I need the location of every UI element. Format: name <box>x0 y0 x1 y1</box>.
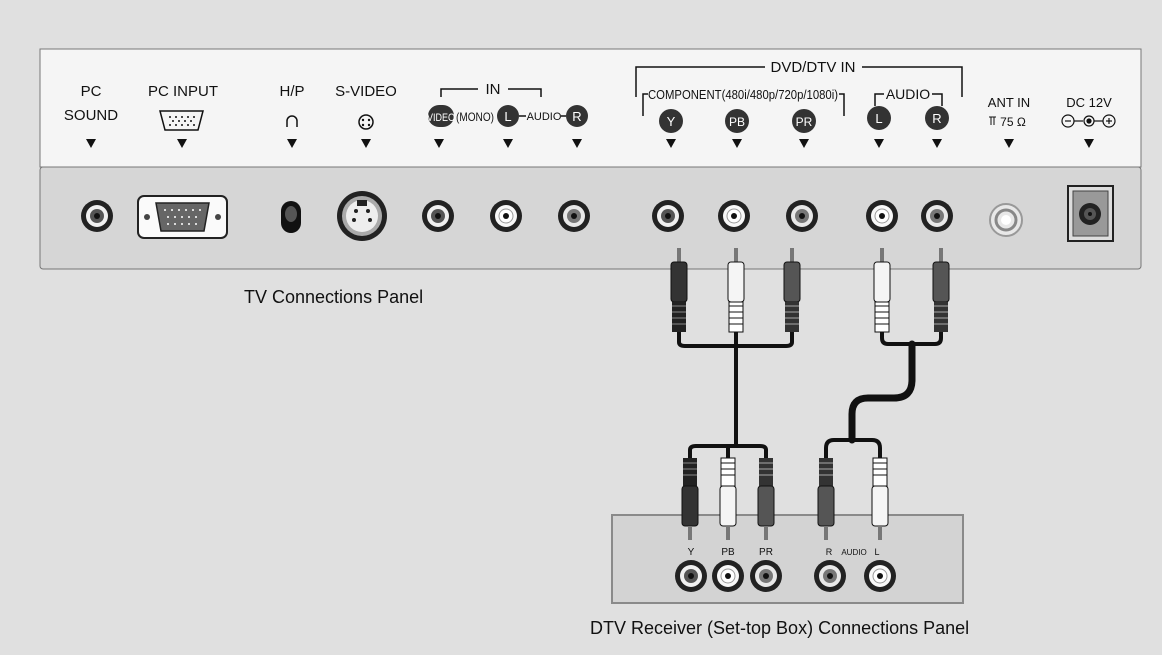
component-pb-jack <box>717 199 751 233</box>
audio-r-plug <box>932 248 950 332</box>
headphone-icon <box>286 115 298 127</box>
pb-badge-label: PB <box>729 115 745 129</box>
audio-r-jack <box>921 200 953 232</box>
cables <box>677 328 943 460</box>
audio-l-plug <box>873 248 891 333</box>
vga-icon <box>159 110 204 131</box>
component-pr-plug <box>783 248 801 332</box>
video-badge <box>428 105 454 127</box>
stb-audio-label: AUDIO <box>841 548 866 557</box>
stb-r-label: R <box>826 547 833 557</box>
stb-pr-plug <box>757 458 775 540</box>
pc-sound-label: PC <box>81 83 102 100</box>
component-pb-plug <box>727 248 745 333</box>
svideo-icon <box>358 114 374 130</box>
in-label: IN <box>486 81 501 98</box>
stb-l-plug <box>871 457 889 540</box>
tv-jack-panel <box>39 166 1142 270</box>
pr-badge-label: PR <box>796 115 813 129</box>
vga-port <box>137 195 228 239</box>
antenna-jack <box>989 203 1023 237</box>
svideo-label: S-VIDEO <box>335 83 397 100</box>
ant-ohm-label: 75 Ω <box>1000 115 1026 129</box>
y-badge-label: Y <box>667 114 676 129</box>
stb-y-label: Y <box>688 547 695 558</box>
video-label: VIDEO <box>427 112 455 124</box>
tv-label-panel <box>39 48 1142 168</box>
stb-pb-plug <box>719 457 737 540</box>
pc-sound-label: SOUND <box>64 107 118 124</box>
stb-pb-jack <box>711 559 745 593</box>
antenna-icon <box>989 116 996 125</box>
component-pr-jack <box>786 200 818 232</box>
tv-side-plugs <box>670 248 950 333</box>
tv-panel-caption: TV Connections Panel <box>244 287 424 307</box>
stb-y-jack <box>675 560 707 592</box>
in-audio-label: AUDIO <box>527 111 562 123</box>
stb-l-label: L <box>874 547 879 557</box>
stb-r-jack <box>814 560 846 592</box>
dc-label: DC 12V <box>1066 95 1112 110</box>
component-y-jack <box>652 200 684 232</box>
stb-y-plug <box>681 458 699 540</box>
audio-in-l-jack <box>489 199 523 233</box>
stb-panel-caption: DTV Receiver (Set-top Box) Connections P… <box>590 618 970 638</box>
dc-polarity-icon <box>1061 114 1116 128</box>
in-l-label: L <box>504 109 511 124</box>
stb-pr-label: PR <box>759 547 773 558</box>
audio-in-r-jack <box>558 200 590 232</box>
stb-r-plug <box>817 458 835 540</box>
audio-label: AUDIO <box>886 86 930 102</box>
stb-l-jack <box>863 559 897 593</box>
stb-pb-label: PB <box>721 547 735 558</box>
component-y-plug <box>670 248 688 332</box>
headphone-jack <box>281 201 301 233</box>
audio-r-badge-label: R <box>932 111 941 126</box>
component-label: COMPONENT(480i/480p/720p/1080i) <box>648 87 838 102</box>
pc-sound-jack <box>81 200 113 232</box>
stb-panel <box>611 514 964 604</box>
audio-l-badge-label: L <box>875 111 882 126</box>
dvd-dtv-in-label: DVD/DTV IN <box>770 59 855 76</box>
stb-pr-jack <box>750 560 782 592</box>
stb-side-plugs <box>681 457 889 540</box>
pc-input-label: PC INPUT <box>148 83 218 100</box>
svideo-jack <box>337 191 387 241</box>
dc-jack <box>1067 185 1114 242</box>
audio-l-jack <box>865 199 899 233</box>
in-r-label: R <box>572 109 581 124</box>
ant-in-label: ANT IN <box>988 95 1030 110</box>
mono-label: (MONO) <box>456 110 494 124</box>
video-jack <box>422 200 454 232</box>
hp-label: H/P <box>279 83 304 100</box>
